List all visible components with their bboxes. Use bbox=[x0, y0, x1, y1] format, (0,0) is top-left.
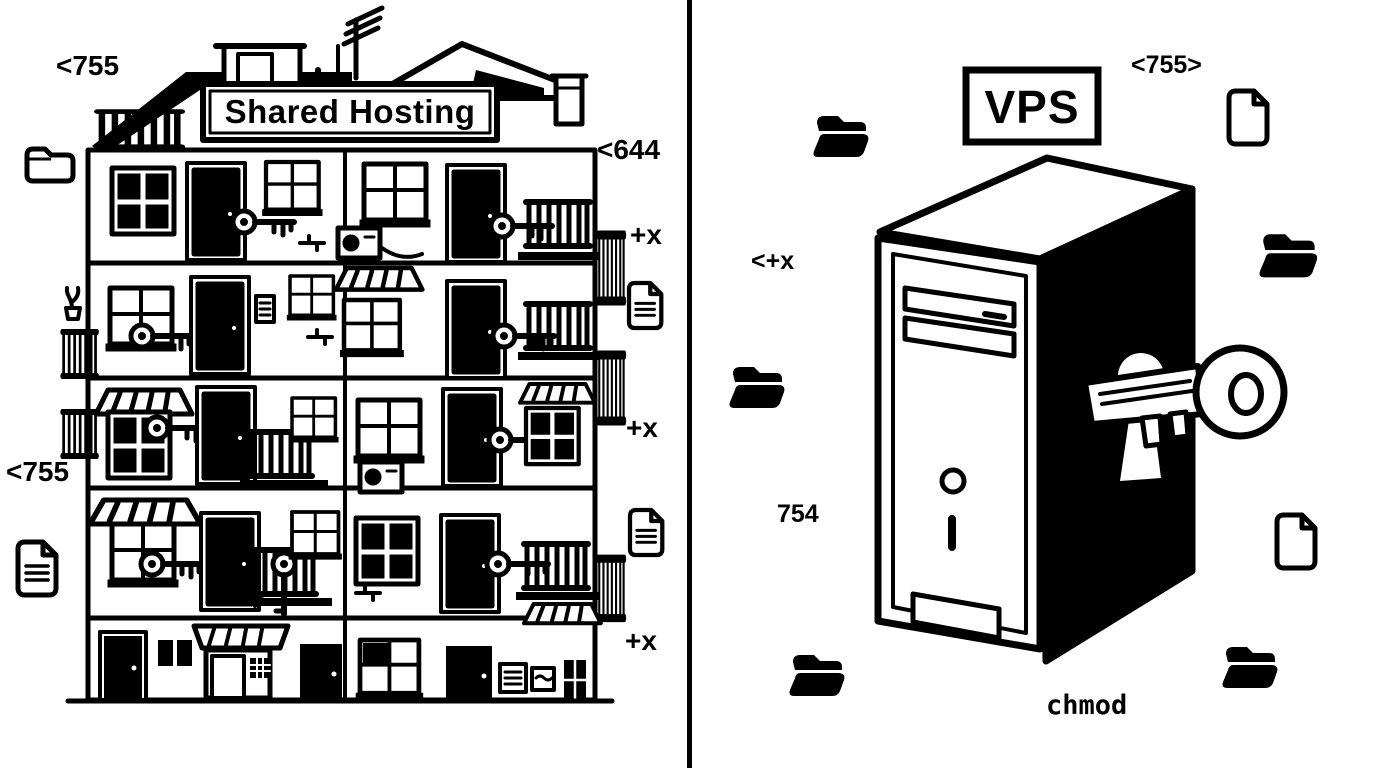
folder-icon bbox=[813, 116, 869, 157]
balcony-railing bbox=[62, 332, 97, 376]
chimney bbox=[549, 73, 589, 127]
door bbox=[195, 385, 257, 486]
wall-sign bbox=[254, 294, 276, 324]
awning bbox=[90, 500, 200, 524]
drive-bay bbox=[902, 315, 1017, 359]
antenna-icon bbox=[336, 5, 385, 81]
vent-badge bbox=[910, 591, 1002, 641]
vps-frame bbox=[962, 66, 1102, 146]
door bbox=[300, 644, 342, 700]
document-icon bbox=[630, 510, 662, 555]
exec-flag-label: <+x bbox=[751, 247, 795, 275]
door bbox=[446, 646, 492, 700]
balcony-railing bbox=[598, 559, 625, 618]
door bbox=[445, 163, 507, 264]
window bbox=[287, 396, 340, 444]
document-icon bbox=[1277, 515, 1315, 568]
tower-side-face bbox=[1036, 185, 1196, 665]
document-icon bbox=[18, 542, 56, 595]
folder-icon bbox=[729, 367, 785, 408]
document-icon bbox=[1229, 91, 1267, 144]
vps-title: VPS bbox=[984, 81, 1080, 133]
divider-line bbox=[687, 0, 692, 768]
exec-flag-label: +x bbox=[630, 219, 662, 250]
awning bbox=[518, 382, 597, 405]
window bbox=[285, 274, 338, 322]
power-button bbox=[939, 467, 967, 495]
document-icon bbox=[629, 283, 661, 328]
window bbox=[354, 400, 424, 463]
entrance bbox=[191, 623, 291, 701]
ac-unit bbox=[360, 462, 402, 492]
window bbox=[356, 518, 418, 584]
key-icon bbox=[1082, 344, 1288, 449]
door bbox=[104, 636, 142, 698]
picture-frame bbox=[530, 666, 556, 692]
door bbox=[189, 275, 251, 376]
plant bbox=[64, 286, 82, 321]
server-tower-illustration bbox=[874, 154, 1288, 665]
window bbox=[360, 164, 430, 227]
awning bbox=[524, 604, 601, 623]
permission-label: <755 bbox=[6, 456, 70, 487]
permission-label: <755 bbox=[56, 50, 120, 81]
exec-flag-label: +x bbox=[626, 412, 658, 443]
window bbox=[287, 510, 344, 562]
balcony-railing bbox=[598, 355, 625, 421]
permission-label: <644 bbox=[597, 134, 661, 165]
shared-hosting-title: Shared Hosting bbox=[224, 93, 476, 130]
banner-frame bbox=[200, 81, 500, 143]
folder-icon bbox=[27, 149, 73, 181]
window bbox=[526, 408, 579, 464]
wall-sign bbox=[498, 662, 528, 694]
ac-unit bbox=[338, 228, 380, 258]
window bbox=[112, 168, 174, 234]
window bbox=[340, 300, 403, 357]
permission-label: <755> bbox=[1131, 51, 1202, 79]
permission-label: 754 bbox=[777, 500, 819, 528]
awning bbox=[336, 268, 422, 290]
window bbox=[263, 162, 323, 216]
balcony-railing bbox=[598, 235, 625, 301]
balcony-railing bbox=[62, 412, 97, 456]
folder-icon bbox=[1259, 234, 1318, 278]
apartment-building-illustration bbox=[62, 5, 625, 704]
folder-icon bbox=[789, 655, 845, 696]
ac-wire bbox=[380, 246, 424, 259]
keypad bbox=[249, 657, 271, 679]
exec-flag-label: +x bbox=[625, 625, 657, 656]
folder-icon bbox=[1222, 647, 1278, 688]
chmod-caption: chmod bbox=[1046, 690, 1128, 721]
